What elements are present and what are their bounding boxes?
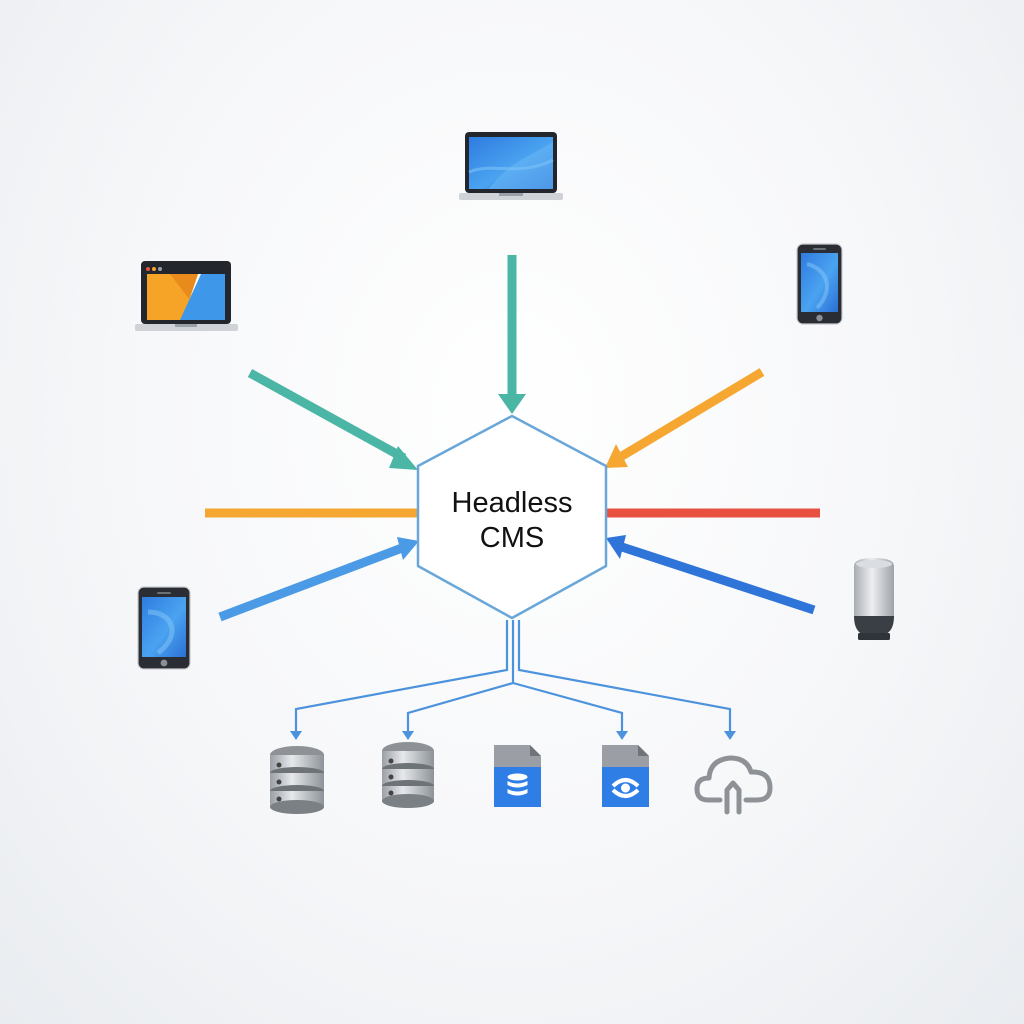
headless-cms-label: Headless CMS: [412, 486, 612, 556]
cloud-upload-icon[interactable]: [694, 755, 773, 815]
web-browser-laptop-icon[interactable]: [135, 261, 238, 331]
sync-file-icon[interactable]: [602, 745, 649, 807]
laptop-icon[interactable]: [459, 132, 563, 200]
arrow-speaker-right: [606, 535, 816, 615]
arrow-tablet-left: [218, 537, 419, 622]
arrow-laptop-left: [247, 369, 418, 470]
smart-speaker-icon[interactable]: [854, 558, 894, 640]
arrow-laptop-top: [498, 255, 526, 414]
hub-label-line1: Headless: [451, 487, 573, 519]
arrow-phone-right: [605, 368, 765, 468]
headless-cms-hub[interactable]: [416, 414, 608, 620]
database-icon[interactable]: [270, 746, 324, 814]
database-file-icon[interactable]: [494, 745, 541, 807]
output-connectors: [294, 620, 732, 734]
output-arrowheads: [290, 731, 736, 740]
database-icon[interactable]: [382, 742, 434, 808]
smartphone-icon[interactable]: [796, 243, 843, 325]
tablet-icon[interactable]: [137, 586, 191, 670]
hub-label-line2: CMS: [479, 522, 545, 554]
